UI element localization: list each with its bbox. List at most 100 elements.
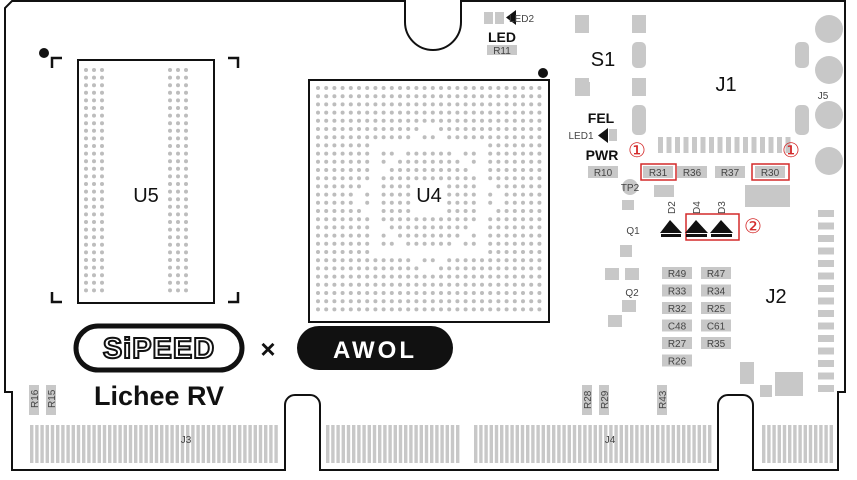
ball-pad (406, 307, 411, 312)
edge-finger (113, 425, 117, 463)
ball-pad (324, 225, 329, 230)
ball-pad (373, 274, 378, 279)
edge-finger (154, 425, 159, 463)
ball-pad (348, 159, 353, 164)
ball-pad (537, 127, 542, 131)
ball-pad (422, 233, 427, 238)
ball-pad (340, 86, 345, 90)
ball-pad (176, 273, 180, 278)
ball-pad (455, 86, 460, 90)
ball-pad (381, 118, 386, 123)
ball-pad (455, 200, 460, 205)
ball-pad (455, 102, 460, 107)
edge-finger (326, 425, 330, 463)
ball-pad (430, 159, 435, 164)
ball-pad (365, 200, 370, 205)
ball-pad (430, 299, 435, 304)
ball-pad (316, 241, 320, 246)
ball-pad (398, 274, 402, 279)
ball-pad (100, 265, 104, 270)
ball-pad (488, 266, 493, 271)
ball-pad (512, 299, 517, 304)
ball-pad (439, 282, 443, 287)
ball-pad (414, 241, 419, 246)
ball-pad (340, 274, 345, 279)
ball-pad (430, 151, 435, 156)
ball-pad (496, 159, 501, 164)
ball-pad (496, 307, 501, 312)
ball-pad (348, 258, 353, 263)
edge-finger (253, 425, 257, 463)
ball-pad (324, 282, 329, 287)
ball-pad (537, 274, 542, 279)
ball-pad (316, 143, 320, 148)
ball-pad (365, 143, 370, 148)
ball-pad (84, 265, 88, 270)
ball-pad (521, 176, 525, 181)
ball-pad (488, 143, 493, 148)
edge-finger (372, 425, 377, 463)
ball-pad (471, 135, 476, 140)
ball-pad (389, 217, 394, 222)
ball-pad (389, 168, 394, 172)
ball-pad (176, 242, 180, 247)
edge-finger (232, 425, 237, 463)
ball-pad (496, 184, 501, 189)
ball-pad (84, 273, 88, 278)
ball-pad (439, 233, 443, 238)
u5-label: U5 (133, 185, 159, 207)
ball-pad (168, 280, 172, 285)
ball-pad (488, 135, 493, 140)
ball-pad (348, 307, 353, 312)
resistor-pad (701, 319, 731, 332)
ball-pad (92, 273, 96, 278)
ball-pad (168, 151, 172, 156)
bottom-resistors: R16 R15 R28 R29 R43 (29, 385, 669, 415)
ball-pad (332, 151, 337, 156)
ball-pad (92, 151, 96, 156)
ball-pad (84, 182, 88, 186)
resistor-label: C48 (668, 322, 687, 333)
ball-pad (365, 299, 370, 304)
ball-pad (316, 168, 320, 172)
ball-pad (414, 110, 419, 115)
ball-pad (381, 258, 386, 263)
ball-pad (496, 209, 501, 213)
edge-finger (635, 425, 639, 463)
edge-finger (494, 425, 499, 463)
ball-pad (406, 135, 411, 140)
ball-pad (100, 220, 104, 224)
ball-pad (455, 291, 460, 295)
resistor-label: R47 (707, 269, 726, 280)
ball-pad (84, 128, 88, 133)
ball-pad (316, 307, 320, 312)
ball-pad (471, 200, 476, 205)
ball-pad (340, 209, 345, 213)
ball-pad (422, 176, 427, 181)
ball-pad (176, 265, 180, 270)
ball-pad (100, 151, 104, 156)
ball-pad (348, 94, 353, 99)
edge-finger (515, 425, 519, 463)
ball-pad (365, 274, 370, 279)
ball-pad (496, 258, 501, 263)
ball-pad (365, 102, 370, 107)
ball-pad (521, 118, 525, 123)
r31-highlight-box (640, 163, 677, 181)
ball-pad (512, 217, 517, 222)
ball-pad (463, 200, 468, 205)
edge-finger (593, 425, 597, 463)
j2-pad (818, 310, 834, 317)
ball-pad (504, 176, 509, 181)
ball-pad (455, 168, 460, 172)
ball-pad (414, 299, 419, 304)
ball-pad (398, 110, 402, 115)
ball-pad (348, 184, 353, 189)
ball-pad (92, 242, 96, 247)
j1-pin (675, 137, 680, 153)
ball-pad (521, 184, 525, 189)
ball-pad (100, 68, 104, 72)
ball-pad (100, 212, 104, 217)
edge-finger (546, 425, 551, 463)
edge-finger (367, 425, 371, 463)
